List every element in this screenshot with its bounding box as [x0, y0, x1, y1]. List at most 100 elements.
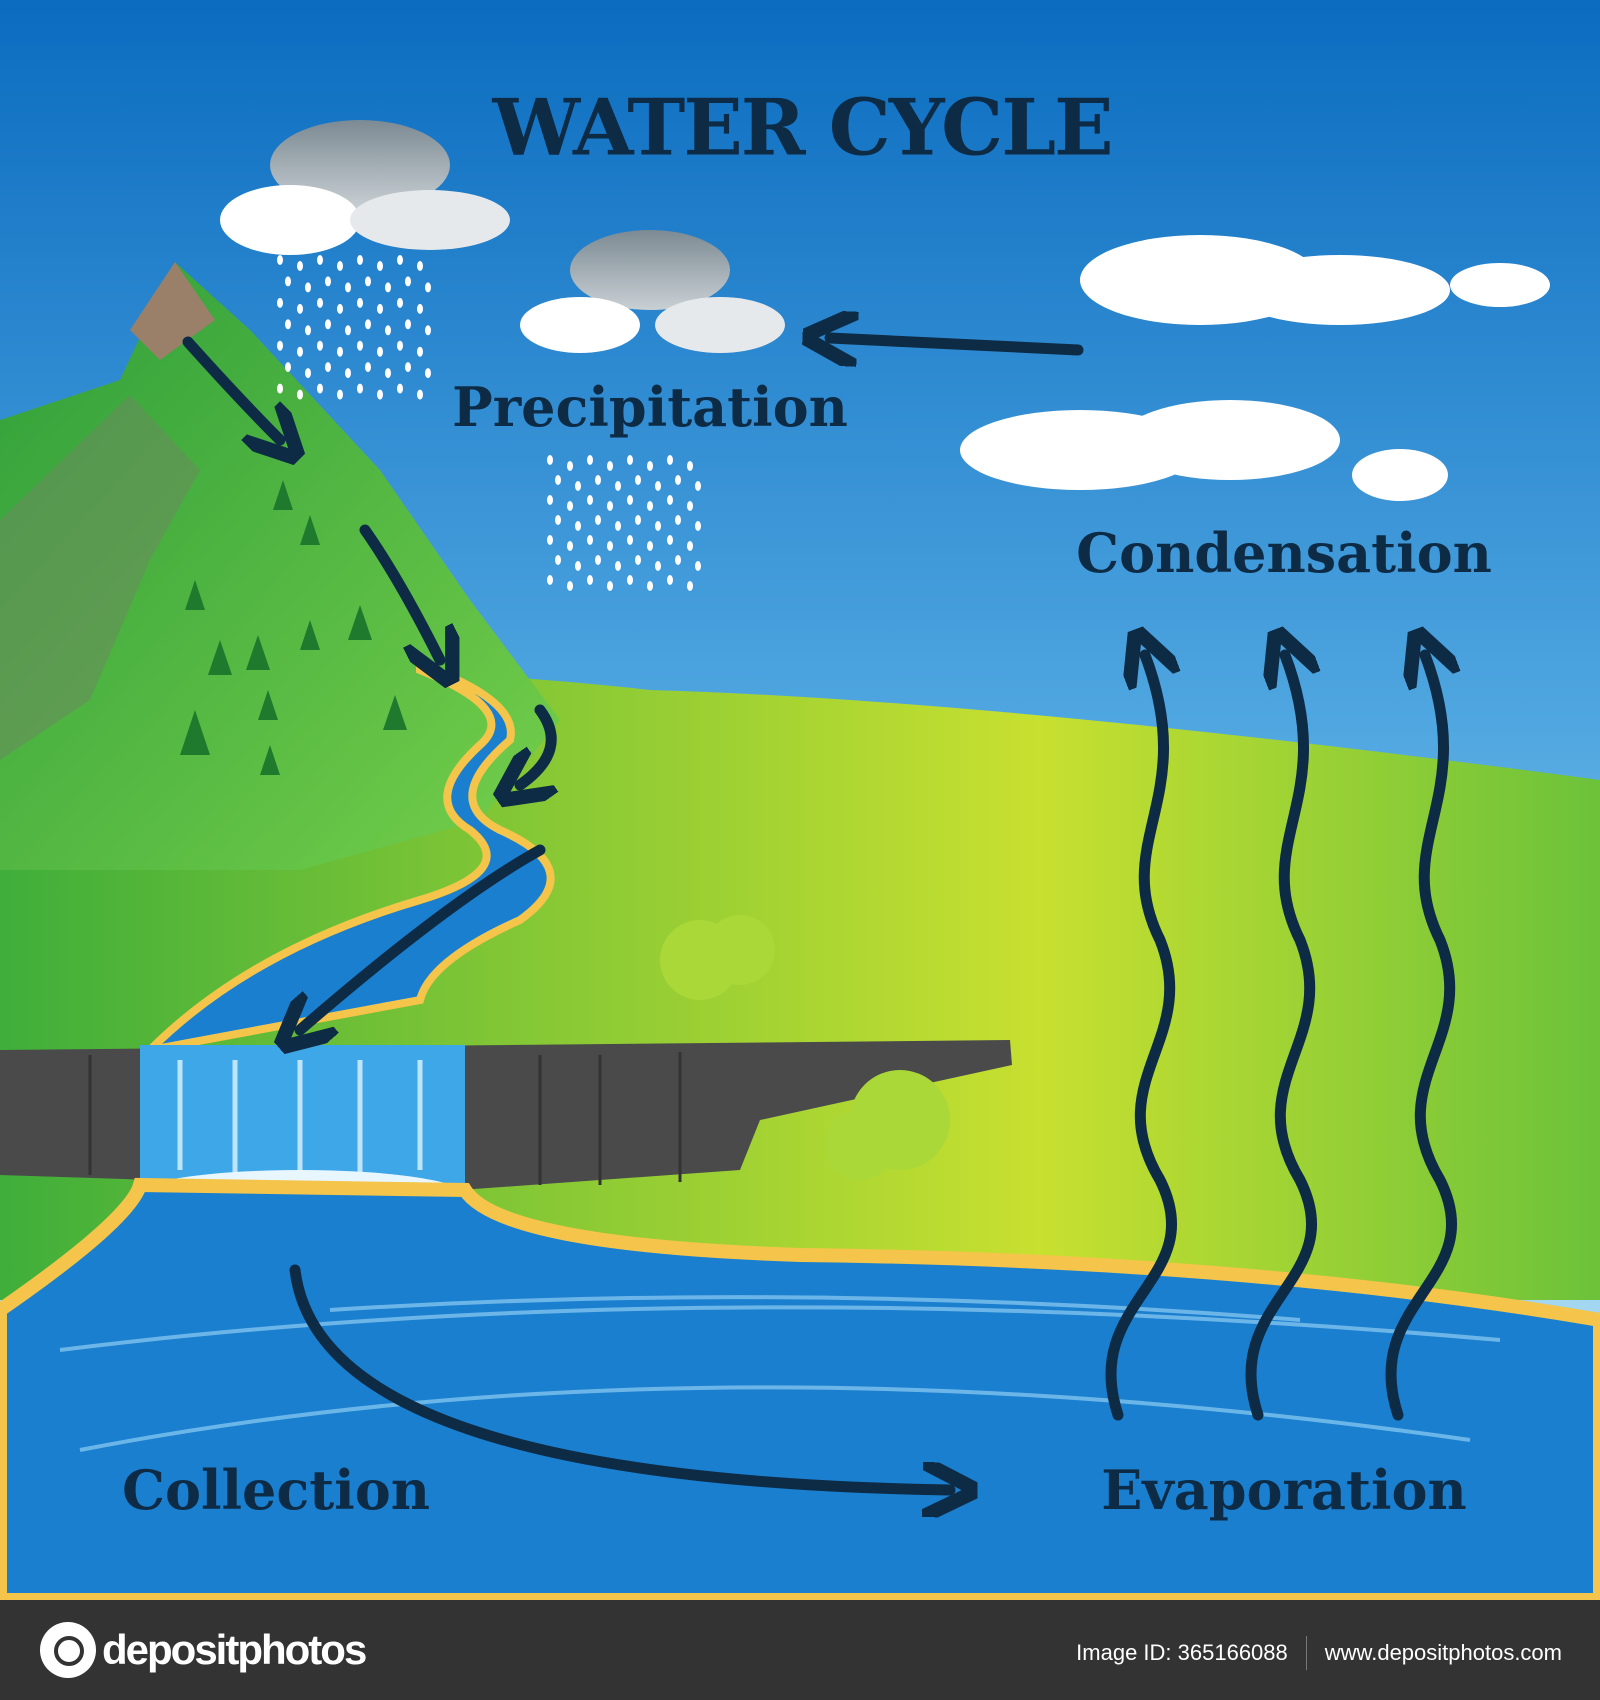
raindrop — [607, 581, 613, 591]
camera-icon — [40, 1622, 96, 1678]
mountain-peak — [0, 395, 200, 760]
raindrop — [397, 297, 403, 308]
raindrop — [325, 362, 331, 373]
raindrop — [385, 368, 391, 379]
raindrop — [285, 319, 291, 330]
raindrop — [285, 362, 291, 373]
raindrop — [337, 389, 343, 400]
raindrop — [615, 481, 621, 491]
raindrop — [417, 303, 423, 314]
raindrop — [277, 340, 283, 351]
raindrop — [357, 340, 363, 351]
runoff-arrow-3 — [520, 704, 551, 785]
raindrop — [317, 340, 323, 351]
raindrop — [405, 276, 411, 287]
raindrop — [397, 383, 403, 394]
raindrop — [555, 555, 561, 565]
raindrop — [345, 368, 351, 379]
brand-logo: depositphotos — [40, 1622, 367, 1678]
raindrop — [365, 362, 371, 373]
raindrop — [575, 481, 581, 491]
raindrop — [687, 581, 693, 591]
raindrop — [425, 325, 431, 336]
raindrop — [285, 276, 291, 287]
raindrop — [547, 535, 553, 545]
raindrop — [345, 325, 351, 336]
raindrop — [337, 261, 343, 271]
raindrop — [627, 495, 633, 505]
raindrop — [667, 455, 673, 465]
runoff-arrow-2 — [359, 524, 440, 660]
brand-name: depositphotos — [102, 1626, 367, 1673]
raindrop — [385, 282, 391, 293]
label-evaporation: Evaporation — [1101, 1458, 1467, 1522]
raindrop — [655, 561, 661, 571]
raindrop — [547, 495, 553, 505]
raindrops — [277, 255, 701, 591]
raindrop — [405, 362, 411, 373]
raindrop — [377, 261, 383, 271]
raindrop — [297, 389, 303, 400]
collection-arrow — [289, 1264, 950, 1490]
raindrop — [297, 261, 303, 271]
image-id: Image ID: 365166088 — [1076, 1640, 1288, 1665]
raindrop — [687, 461, 693, 471]
raindrop — [365, 319, 371, 330]
raindrop — [337, 303, 343, 314]
raindrop — [695, 561, 701, 571]
raindrop — [587, 575, 593, 585]
trees — [180, 480, 407, 775]
evaporation-arrow-2 — [1245, 655, 1312, 1421]
raindrop — [277, 297, 283, 308]
raindrop — [575, 521, 581, 531]
raindrop — [377, 346, 383, 357]
raindrop — [627, 455, 633, 465]
raindrop — [647, 501, 653, 511]
raindrop — [587, 535, 593, 545]
raindrop — [615, 521, 621, 531]
raindrop — [607, 541, 613, 551]
raindrop — [607, 501, 613, 511]
raindrop — [337, 346, 343, 357]
raindrop — [325, 319, 331, 330]
raindrop — [627, 575, 633, 585]
raindrop — [687, 501, 693, 511]
raindrop — [675, 515, 681, 525]
white-clouds — [960, 235, 1550, 501]
raindrop — [417, 389, 423, 400]
raindrop — [595, 515, 601, 525]
raindrop — [345, 282, 351, 293]
condensation-to-precipitation-arrow — [830, 338, 1084, 350]
raindrop — [297, 346, 303, 357]
label-condensation: Condensation — [1076, 521, 1492, 585]
raindrop — [385, 325, 391, 336]
raindrop — [575, 561, 581, 571]
raindrop — [555, 475, 561, 485]
raindrop — [425, 368, 431, 379]
raindrop — [425, 282, 431, 293]
site-link[interactable]: www.depositphotos.com — [1324, 1640, 1562, 1665]
raindrop — [357, 297, 363, 308]
footer-bar: depositphotos Image ID: 365166088 www.de… — [0, 1600, 1600, 1700]
raindrop — [647, 541, 653, 551]
raindrop — [667, 535, 673, 545]
page-title: WATER CYCLE — [492, 82, 1113, 174]
raindrop — [377, 389, 383, 400]
river — [138, 659, 555, 1057]
raindrop — [675, 475, 681, 485]
label-collection: Collection — [122, 1458, 430, 1522]
raindrop — [405, 319, 411, 330]
raindrop — [667, 575, 673, 585]
raindrop — [635, 555, 641, 565]
flow-arrows — [182, 336, 1452, 1490]
raindrop — [607, 461, 613, 471]
runoff-arrow-1 — [182, 336, 280, 440]
raindrop — [695, 521, 701, 531]
raindrop — [277, 255, 283, 265]
raindrop — [417, 261, 423, 271]
raindrop — [635, 515, 641, 525]
raindrop — [305, 368, 311, 379]
raindrop — [305, 282, 311, 293]
raindrop — [357, 383, 363, 394]
raindrop — [555, 515, 561, 525]
